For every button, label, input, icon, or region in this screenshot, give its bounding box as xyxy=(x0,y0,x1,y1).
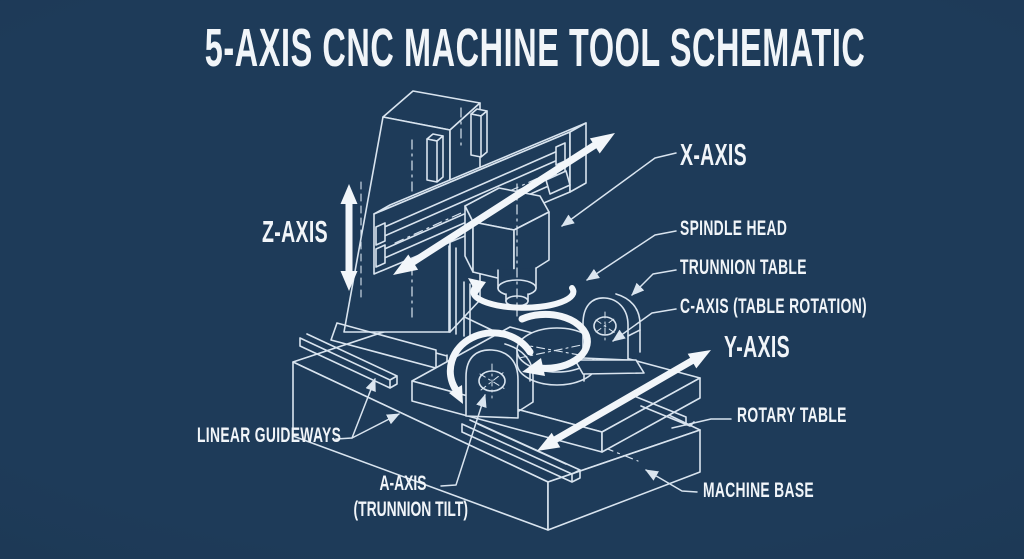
left-trunnion-arch-drawing xyxy=(465,343,534,419)
spindle-rotation-arrow xyxy=(470,282,577,311)
page-title: 5-AXIS CNC MACHINE TOOL SCHEMATIC xyxy=(204,18,866,78)
trunnion-table-label: TRUNNION TABLE xyxy=(680,256,807,279)
a-axis-label: A-AXIS (TRUNNION TILT) xyxy=(353,471,468,523)
c-axis-arrowhead-icon xyxy=(522,358,545,376)
y-axis-tail-arrowhead-icon xyxy=(537,432,561,451)
x-axis-label: X-AXIS xyxy=(680,137,748,172)
x-axis-tail-arrowhead-icon xyxy=(393,254,419,275)
a-axis-label-line2: (TRUNNION TILT) xyxy=(353,498,468,521)
x-axis-arrow xyxy=(406,139,602,268)
x-axis-arrowhead-icon xyxy=(589,133,615,154)
spindle-arrowhead-icon xyxy=(468,278,486,295)
a-axis-rotation-arrow xyxy=(446,329,534,394)
a-axis-arrowhead-icon xyxy=(449,385,463,404)
leader-lines xyxy=(335,152,732,493)
z-axis-label: Z-AXIS xyxy=(262,214,328,249)
z-axis-bottom-arrowhead-icon xyxy=(340,271,358,291)
c-axis-label: C-AXIS (TABLE ROTATION) xyxy=(680,295,867,318)
machine-base-label: MACHINE BASE xyxy=(703,479,815,502)
y-axis-label: Y-AXIS xyxy=(724,329,790,364)
right-trunnion-arch-drawing xyxy=(574,293,645,375)
spindle-head-label: SPINDLE HEAD xyxy=(680,217,788,240)
y-axis-arrow xyxy=(549,355,699,445)
z-axis-top-arrowhead-icon xyxy=(340,184,358,204)
y-axis-arrowhead-icon xyxy=(687,350,711,369)
linear-guideways-label: LINEAR GUIDEWAYS xyxy=(197,424,342,447)
spindle-head-drawing xyxy=(464,183,550,317)
c-axis-rotation-arrow xyxy=(518,310,591,372)
rotary-table-label: ROTARY TABLE xyxy=(737,404,847,427)
a-axis-label-line1: A-AXIS xyxy=(379,472,427,495)
